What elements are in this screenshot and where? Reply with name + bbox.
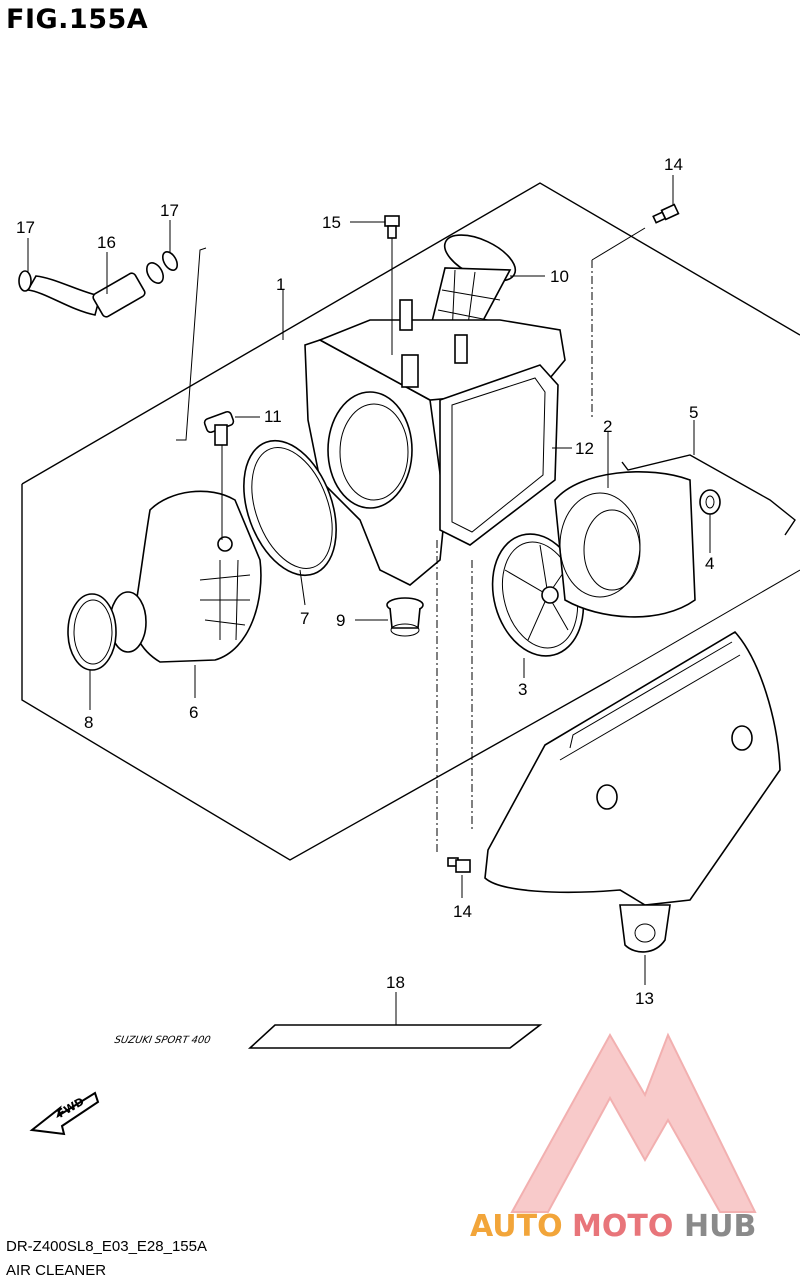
leader-lines <box>27 175 711 1025</box>
part-9-grommet <box>386 597 424 637</box>
callout-8: 8 <box>84 713 93 732</box>
callout-labels: 1 2 3 4 5 6 7 8 9 10 11 12 13 14 14 15 1… <box>16 155 714 1008</box>
watermark-wordmark: AUTO MOTO HUB <box>470 1209 756 1244</box>
part-11-fitting <box>203 410 235 446</box>
watermark-hub: HUB <box>684 1209 756 1244</box>
callout-6: 6 <box>189 703 198 722</box>
callout-7: 7 <box>300 609 309 628</box>
callout-15: 15 <box>322 213 341 232</box>
callout-13: 13 <box>635 989 654 1008</box>
part-17-clamp-right <box>161 251 179 271</box>
part-15-bolt <box>384 215 400 239</box>
callout-17-right: 17 <box>160 201 179 220</box>
callout-1: 1 <box>276 275 285 294</box>
part-4-washer <box>699 489 721 515</box>
part-16-hose <box>26 262 164 318</box>
part-18-decal: SUZUKI SPORT 400 <box>114 1024 543 1049</box>
callout-4: 4 <box>705 554 714 573</box>
callout-14-bottom: 14 <box>453 902 472 921</box>
callout-9: 9 <box>336 611 345 630</box>
model-code: DR-Z400SL8_E03_E28_155A <box>6 1238 207 1255</box>
part-13-side-cover <box>484 630 781 953</box>
callout-16: 16 <box>97 233 116 252</box>
part-8-clamp <box>67 593 117 671</box>
part-5-wire-clip <box>621 454 796 536</box>
callout-17-left: 17 <box>16 218 35 237</box>
decal-text: SUZUKI SPORT 400 <box>114 1035 212 1046</box>
callout-2: 2 <box>603 417 612 436</box>
figure-title: FIG.155A <box>6 4 149 35</box>
callout-12: 12 <box>575 439 594 458</box>
part-14-bolt-bottom <box>447 857 471 873</box>
part-6-inlet-duct <box>109 490 262 663</box>
section-name: AIR CLEANER <box>6 1262 107 1279</box>
part-2-filter-element <box>554 471 696 618</box>
assembly-box-top <box>21 182 800 485</box>
callout-5: 5 <box>689 403 698 422</box>
watermark-logo <box>510 1032 757 1213</box>
part-12-gasket <box>439 364 559 546</box>
callout-18: 18 <box>386 973 405 992</box>
callout-11: 11 <box>264 407 282 426</box>
callout-10: 10 <box>550 267 569 286</box>
part-7-band <box>243 439 337 577</box>
watermark-moto: MOTO <box>572 1209 673 1244</box>
assembly-box-bottom <box>21 484 611 861</box>
callout-3: 3 <box>518 680 527 699</box>
callout-14-top: 14 <box>664 155 683 174</box>
part-17-clamp-left <box>18 270 32 292</box>
watermark-auto: AUTO <box>470 1209 563 1244</box>
part-14-bolt-top <box>652 203 680 224</box>
fwd-direction-badge: FWD <box>29 1091 100 1136</box>
